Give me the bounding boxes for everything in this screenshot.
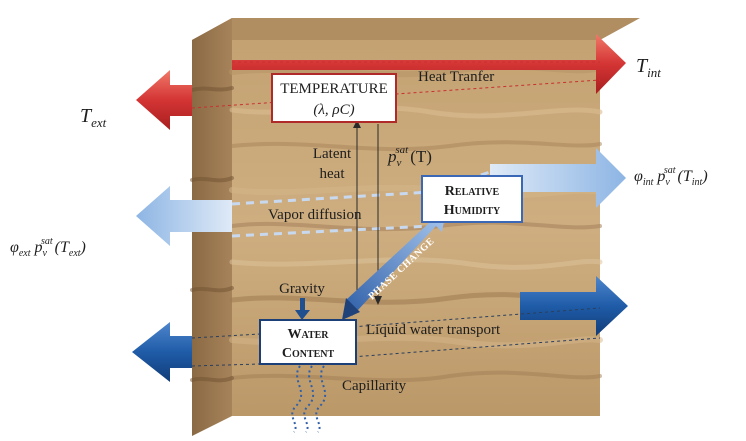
latent-heat-label-line1: Latent xyxy=(313,146,352,162)
gravity-label: Gravity xyxy=(279,281,325,297)
latent-heat-label-line2: heat xyxy=(320,166,346,182)
heat-transfer-label: Heat Tranfer xyxy=(418,69,494,85)
temperature-title: TEMPERATURE xyxy=(280,81,388,97)
temperature-box: TEMPERATURE (λ, ρC) xyxy=(271,73,397,123)
water-content-line2: Content xyxy=(282,346,335,361)
relative-humidity-line2: Humidity xyxy=(444,203,501,218)
vapor-arrow-right xyxy=(490,148,626,208)
liquid-water-transport-label: Liquid water transport xyxy=(366,322,501,338)
vapor-diffusion-label: Vapor diffusion xyxy=(268,207,362,223)
wall-top-face xyxy=(192,18,640,40)
capillarity-label: Capillarity xyxy=(342,378,407,394)
pv-sat-t-label: pvsat(T) xyxy=(387,144,432,169)
relative-humidity-box: Relative Humidity xyxy=(421,175,523,223)
relative-humidity-line1: Relative xyxy=(445,184,500,199)
liquid-arrow-right xyxy=(520,276,628,336)
t-int-label: Tint xyxy=(636,55,661,80)
temperature-formula: (λ, ρC) xyxy=(313,102,354,118)
gravity-arrow xyxy=(295,298,310,320)
liquid-arrow-left xyxy=(132,322,192,382)
water-content-box: Water Content xyxy=(259,319,357,365)
heat-arrow-left xyxy=(136,70,192,130)
heat-arrow-right xyxy=(232,34,626,94)
t-ext-label: Text xyxy=(80,105,107,130)
vapor-arrow-left xyxy=(136,186,232,246)
latent-heat-arrows xyxy=(353,120,382,305)
water-content-line1: Water xyxy=(287,327,329,342)
